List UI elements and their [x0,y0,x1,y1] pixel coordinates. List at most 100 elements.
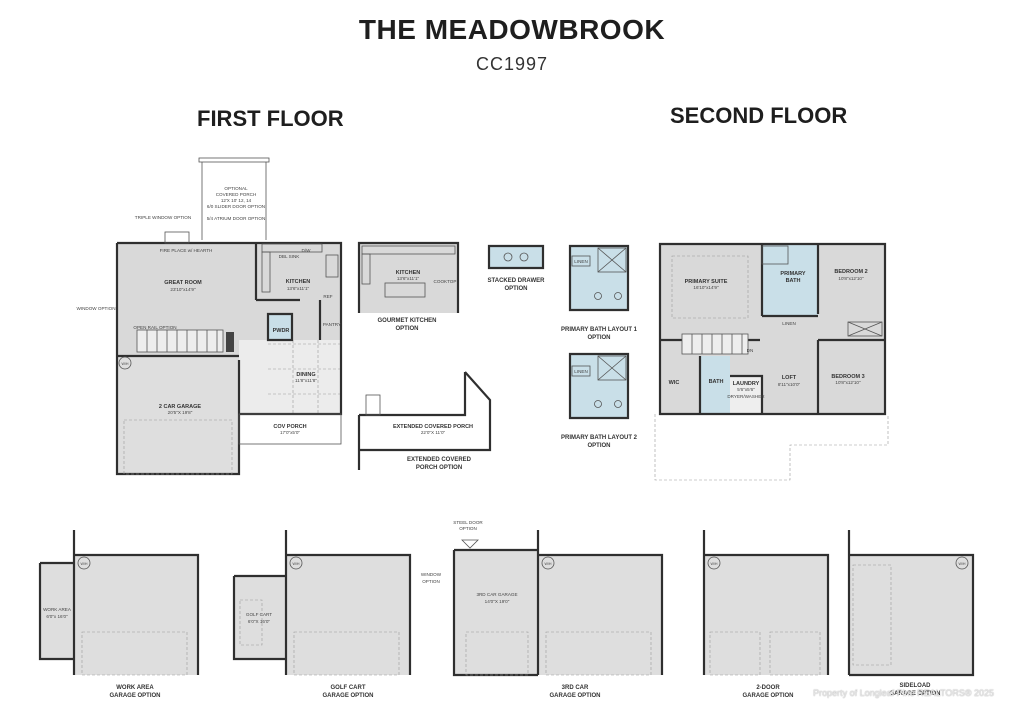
stacked-drawer-option: STACKED DRAWER OPTION [488,244,546,292]
extended-porch-caption-2: PORCH OPTION [416,465,462,471]
primary-bath-label: PRIMARY [780,271,805,277]
steel-door-label: STEEL DOOR [453,520,483,525]
first-floor-heading: FIRST FLOOR [197,106,344,131]
extended-porch-label: EXTENDED COVERED PORCH [393,424,473,430]
primary-suite-label: PRIMARY SUITE [685,279,728,285]
sideload-option: W/H SIDELOAD GARAGE OPTION [847,530,975,697]
bath-layout-1-caption-2: OPTION [587,335,610,341]
third-car-dim: 14'0"X 19'0" [485,599,510,604]
plan-code: CC1997 [475,54,549,74]
third-car-caption-2: GARAGE OPTION [549,693,600,699]
great-room-label: GREAT ROOM [164,280,202,286]
stacked-caption-2: OPTION [504,286,527,292]
kitchen-dim: 13'6"x11'1" [287,286,310,291]
bedroom-3-label: BEDROOM 3 [831,374,864,380]
plan-title: THE MEADOWBROOK [358,14,666,45]
laundry-dim: 5'6"x5'6" [737,387,755,392]
second-linen-label: LINEN [782,321,796,326]
extended-porch-dim: 22'0"X 11'0" [421,430,446,435]
watermark: Property of Longleaf Pine REALTORS® 2025 [813,688,994,698]
first-floor-plan: OPTIONAL COVERED PORCH 12'X 10' 12, 14 6… [76,157,343,476]
work-area-dim: 6'0"x 16'0" [46,614,68,619]
work-area-option: W/H WORK AREA 6'0"x 16'0" WORK AREA GARA… [38,530,200,699]
extended-porch-caption: EXTENDED COVERED [407,457,472,463]
sideload-caption-2: GARAGE OPTION [889,691,940,697]
golf-cart-dim: 6'0"X 16'0" [248,619,270,624]
window-option-garage: WINDOW [421,572,442,577]
golf-cart-caption-2: GARAGE OPTION [322,693,373,699]
two-door-option: W/H 2-DOOR GARAGE OPTION [702,530,830,699]
loft-label: LOFT [782,375,797,381]
porch-dim: 17'0"x5'0" [280,430,300,435]
wh-label: W/H [122,362,129,366]
golf-cart-room: GOLF CART [246,612,272,617]
primary-suite-dim: 16'10"x14'9" [693,285,719,290]
work-area-caption-2: GARAGE OPTION [109,693,160,699]
atrium-door-option: 5/4 ATRIUM DOOR OPTION [207,216,266,221]
linen-label-2: LINEN [574,369,588,374]
bath-layout-1-caption: PRIMARY BATH LAYOUT 1 [561,327,638,333]
bath-layout-2-caption-2: OPTION [587,443,610,449]
wh-label-sideload: W/H [959,562,966,566]
kitchen-label: KITCHEN [286,279,310,285]
second-floor-stairs [681,333,749,355]
gourmet-caption: GOURMET KITCHEN [378,318,437,324]
golf-cart-caption: GOLF CART [331,685,366,691]
powder-room [268,314,292,340]
golf-cart-option: W/H GOLF CART 6'0"X 16'0" GOLF CART GARA… [232,530,412,699]
porch-label: COV PORCH [273,424,306,430]
water-heater [118,356,132,370]
dining-label: DINING [296,372,315,378]
pantry-label: PANTRY [323,322,341,327]
optional-porch-label-2: COVERED PORCH [216,192,257,197]
bedroom-2-label: BEDROOM 2 [834,269,867,275]
work-area-room: WORK AREA [43,607,72,612]
fireplace-label: FIRE PLACE w/ HEARTH [160,248,213,253]
wic-label: WIC [669,380,680,386]
gourmet-kitchen-dim: 13'6"x11'1" [397,276,420,281]
bath-layout-2-caption: PRIMARY BATH LAYOUT 2 [561,435,638,441]
sideload-caption: SIDELOAD [899,683,931,689]
slider-door-option: 6/0 SLIDER DOOR OPTION [207,204,265,209]
primary-bath-label-2: BATH [786,278,801,284]
garage-door [123,419,233,475]
garage-label: 2 CAR GARAGE [159,404,202,410]
covered-porch [238,413,342,445]
first-floor-stairs [136,329,224,353]
pwdr-label: PWDR [273,328,290,334]
garage-area [117,356,239,474]
third-car-caption: 3RD CAR [562,685,589,691]
third-car-option: W/H STEEL DOOR OPTION WINDOW OPTION 3RD … [421,520,664,699]
cooktop-label: COOKTOP [434,279,457,284]
bedroom-3-dim: 10'8"x12'10" [835,380,861,385]
second-floor-plan: PRIMARY SUITE 16'10"x14'9" PRIMARY BATH … [654,242,889,481]
dbl-sink-label: DBL SINK [279,254,301,259]
bath-label: BATH [709,379,724,385]
garage-dim: 20'5"X 19'8" [168,410,193,415]
wh-label-third: W/H [545,562,552,566]
window-option-garage-2: OPTION [422,579,440,584]
linen-label-1: LINEN [574,259,588,264]
wh-label-work: W/H [81,562,88,566]
steel-door-label-2: OPTION [459,526,477,531]
stacked-caption: STACKED DRAWER [488,278,546,284]
fireplace [164,231,190,244]
work-area-caption: WORK AREA [116,685,154,691]
wh-label-two-door: W/H [711,562,718,566]
third-car-room: 3RD CAR GARAGE [476,592,517,597]
triple-window-label: TRIPLE WINDOW OPTION [135,215,191,220]
gourmet-kitchen-label: KITCHEN [396,270,420,276]
extended-porch-option: EXTENDED COVERED PORCH 22'0"X 11'0" EXTE… [357,371,492,471]
open-rail-label: OPEN RAIL OPTION [133,325,176,330]
primary-bath-area [762,244,818,316]
dw-label: D/W [302,248,312,253]
two-door-caption: 2-DOOR [756,685,780,691]
gourmet-caption-2: OPTION [395,326,418,332]
dining-dim: 11'8"x11'8" [295,378,317,383]
optional-porch-beam [198,157,270,163]
bath-layout-1: LINEN PRIMARY BATH LAYOUT 1 OPTION [561,244,638,341]
laundry-note: DRYER/WASHER [727,394,765,399]
great-room-dim: 23'10"x14'9" [170,287,196,292]
optional-porch-label: OPTIONAL [224,186,248,191]
